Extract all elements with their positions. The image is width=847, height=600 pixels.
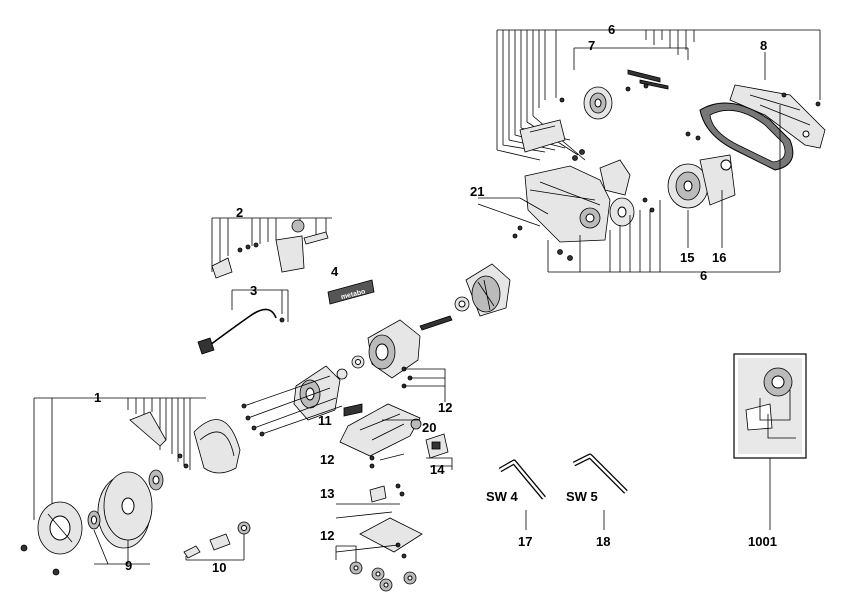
motor-stator bbox=[367, 319, 421, 379]
callout-1: 1 bbox=[94, 390, 101, 405]
callout-7: 7 bbox=[588, 38, 595, 53]
callout-3: 3 bbox=[250, 283, 257, 298]
callout-13: 13 bbox=[320, 486, 334, 501]
callout-1001: 1001 bbox=[748, 534, 777, 549]
bottom-cover bbox=[359, 517, 423, 553]
grinding-wheel bbox=[97, 471, 153, 549]
power-cable bbox=[197, 289, 289, 355]
callout-15: 15 bbox=[680, 250, 694, 265]
belt-sander-arm-group bbox=[477, 29, 826, 273]
callout-8: 8 bbox=[760, 38, 767, 53]
callout-11: 11 bbox=[318, 413, 332, 428]
mount-bracket-group bbox=[211, 217, 332, 279]
motor-group bbox=[241, 263, 511, 592]
bottom-nuts bbox=[349, 542, 417, 592]
callout-6-bottom: 6 bbox=[700, 268, 707, 283]
callout-12-c: 12 bbox=[320, 528, 334, 543]
callout-4: 4 bbox=[331, 264, 339, 279]
detail-inset-1001 bbox=[733, 353, 807, 530]
end-shield bbox=[293, 365, 341, 421]
rotor-shaft bbox=[419, 315, 453, 331]
wheel-guard bbox=[193, 419, 241, 474]
callout-2: 2 bbox=[236, 205, 243, 220]
callout-18: 18 bbox=[596, 534, 610, 549]
callout-12-b: 12 bbox=[320, 452, 334, 467]
belt-guide-plate bbox=[729, 84, 826, 149]
grinding-wheel-group bbox=[20, 397, 251, 576]
nameplate: metabo bbox=[327, 279, 375, 305]
drive-wheel bbox=[583, 86, 613, 120]
callout-10: 10 bbox=[212, 560, 226, 575]
switch-plate bbox=[425, 433, 449, 459]
callout-21: 21 bbox=[470, 184, 484, 199]
bell-housing bbox=[454, 263, 511, 317]
hex-key-sw4 bbox=[498, 459, 546, 530]
sanding-belt bbox=[699, 102, 794, 171]
callout-12-a: 12 bbox=[438, 400, 452, 415]
callout-16: 16 bbox=[712, 250, 726, 265]
tie-rods bbox=[241, 375, 343, 437]
tool-label-sw4: SW 4 bbox=[486, 489, 519, 504]
callout-9: 9 bbox=[125, 558, 132, 573]
contact-wheel bbox=[667, 154, 736, 209]
sliding-bracket bbox=[519, 119, 566, 153]
guard-front-cover bbox=[37, 501, 83, 555]
wheel-flange bbox=[87, 469, 164, 530]
capacitor bbox=[369, 483, 405, 503]
sander-arm-housing bbox=[524, 165, 611, 243]
callout-17: 17 bbox=[518, 534, 532, 549]
spark-guard-parts bbox=[183, 521, 251, 561]
arm-screws bbox=[512, 83, 821, 261]
tool-label-sw5: SW 5 bbox=[566, 489, 598, 504]
callout-20: 20 bbox=[422, 420, 436, 435]
machine-foot bbox=[339, 403, 421, 457]
hex-key-sw5 bbox=[572, 453, 628, 530]
callout-6-top: 6 bbox=[608, 22, 615, 37]
callout-14: 14 bbox=[430, 462, 445, 477]
